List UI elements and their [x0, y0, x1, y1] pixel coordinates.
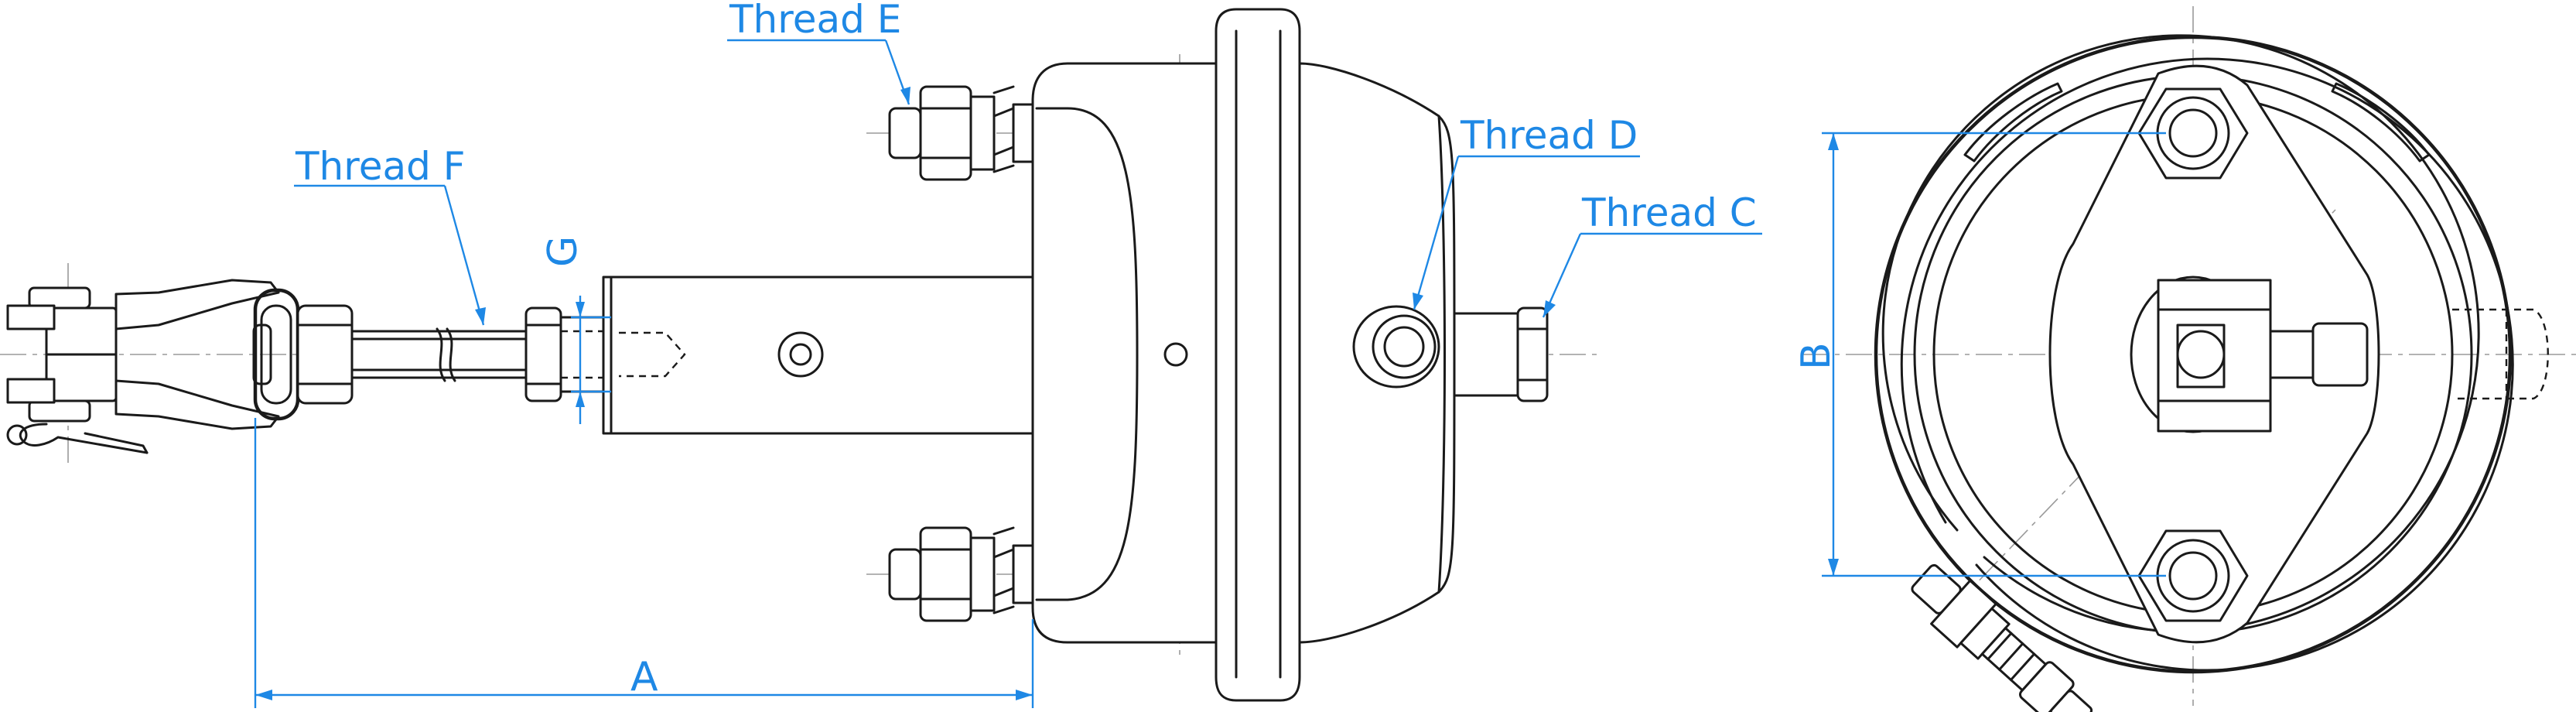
stud-top-washer [969, 95, 996, 171]
thread-c-label: Thread C [1581, 190, 1757, 235]
hub-side-fitting [2269, 330, 2315, 379]
rod-collar [559, 316, 605, 393]
callout-thread-c: Thread C [1542, 190, 1762, 318]
thread-d-label: Thread D [1460, 113, 1638, 158]
dimension-g-label: G [540, 236, 586, 267]
cotter-pin [19, 423, 149, 454]
port-d-outer [1352, 305, 1440, 389]
clamp-bolt-assembly [1911, 563, 2093, 712]
rod-cross-hole-outer [777, 331, 824, 378]
clevis-pin-head-bottom [28, 399, 91, 423]
stud-bottom-shank [1012, 544, 1037, 604]
stud-top-thread [888, 107, 922, 159]
dim-a-arrow-right [1016, 690, 1033, 700]
clamp-bolt-thread-1 [1987, 632, 2013, 661]
clamp-ring-inner [1881, 34, 2480, 633]
front-view: B [1793, 6, 2576, 712]
clevis-eye-slot [252, 323, 272, 385]
callout-thread-f: Thread F [294, 144, 486, 326]
stud-bolt-bottom [888, 526, 1037, 622]
front-center-hub [2130, 276, 2369, 433]
side-view: A G Thread E Thread F Thread D [0, 0, 1762, 708]
port-d-inner [1383, 326, 1425, 368]
clamp-bolt-thread-2 [1998, 642, 2024, 671]
stud-bottom-thread [888, 548, 922, 601]
rod-cross-hole-inner [789, 343, 812, 366]
port-d [1352, 305, 1440, 389]
cotter-pin-eye [6, 424, 28, 446]
vent-hole [1163, 342, 1188, 367]
dimension-a-label: A [630, 654, 658, 700]
stud-bottom-nut [919, 526, 972, 622]
clevis-lower-arm [114, 379, 280, 430]
dim-g-arrow-bottom [576, 392, 585, 407]
pressure-plate-housing [1031, 62, 1224, 644]
cylinder [602, 276, 1038, 435]
cylinder-bore-hidden [619, 331, 686, 378]
clevis [6, 279, 300, 454]
stud-bottom-lock [992, 526, 1015, 614]
port-c-fitting [1453, 312, 1522, 397]
clamp-ring-edge [1900, 57, 2514, 672]
clamp-bolt-thread-3 [2010, 652, 2036, 682]
thread-break-mark [436, 327, 456, 382]
clamp-lug-top-right [2331, 82, 2431, 163]
front-stud-top-bore [2168, 108, 2218, 158]
port-c-nut [1516, 306, 1549, 402]
clevis-upper-arm [114, 279, 280, 330]
clamp-ring-outer [1874, 35, 2513, 674]
hidden-port-right [2452, 308, 2549, 400]
callout-thread-d: Thread D [1413, 113, 1640, 310]
thread-e-label: Thread E [729, 0, 901, 42]
stud-top-nut [919, 85, 972, 181]
lock-nut-right [524, 306, 562, 402]
dimension-a: A [254, 418, 1034, 708]
thread-f-leader [443, 185, 485, 326]
port-d-ring [1372, 314, 1437, 379]
hub-side-fitting-cap [2311, 322, 2369, 387]
dome-outline-curve [1437, 115, 1446, 594]
dim-g-arrow-top [576, 302, 585, 317]
lock-nut-left [296, 304, 354, 405]
dimension-b-label: B [1793, 342, 1840, 370]
port-c [1453, 306, 1549, 402]
clamp-lug-top-left [1963, 82, 2063, 163]
callout-thread-e: Thread E [727, 0, 910, 105]
housing-inner-curve [1066, 107, 1139, 601]
clevis-yoke-plate-2 [6, 378, 56, 404]
front-stud-bottom-bore [2168, 551, 2218, 601]
dim-b-arrow-bottom [1828, 559, 1839, 576]
clevis-eye-inner [260, 304, 292, 405]
thread-e-arrow [900, 87, 910, 104]
clamp-band [1215, 8, 1301, 702]
front-stud-bottom [2137, 529, 2249, 622]
hub-port-bore [2176, 330, 2226, 379]
stud-bottom-washer [969, 536, 996, 612]
cylinder-body [602, 276, 1038, 435]
dim-a-arrow-left [255, 690, 272, 700]
push-rod [296, 304, 665, 405]
stud-top-lock [992, 85, 1015, 173]
dimension-g: G [540, 236, 611, 424]
thread-c-arrow [1543, 300, 1556, 317]
stud-top-shank [1012, 103, 1037, 163]
clevis-yoke-plate [6, 304, 56, 330]
clamp-bolt-nut-3 [2049, 690, 2093, 712]
dimension-b: B [1793, 132, 2166, 577]
thread-d-leader [1413, 156, 1460, 310]
stud-bolt-top [888, 85, 1037, 181]
cotter-pin-leg [84, 432, 149, 454]
thread-f-label: Thread F [295, 144, 465, 189]
dim-b-arrow-top [1828, 133, 1839, 150]
thread-d-arrow [1413, 293, 1423, 310]
thread-f-arrow [475, 307, 486, 325]
